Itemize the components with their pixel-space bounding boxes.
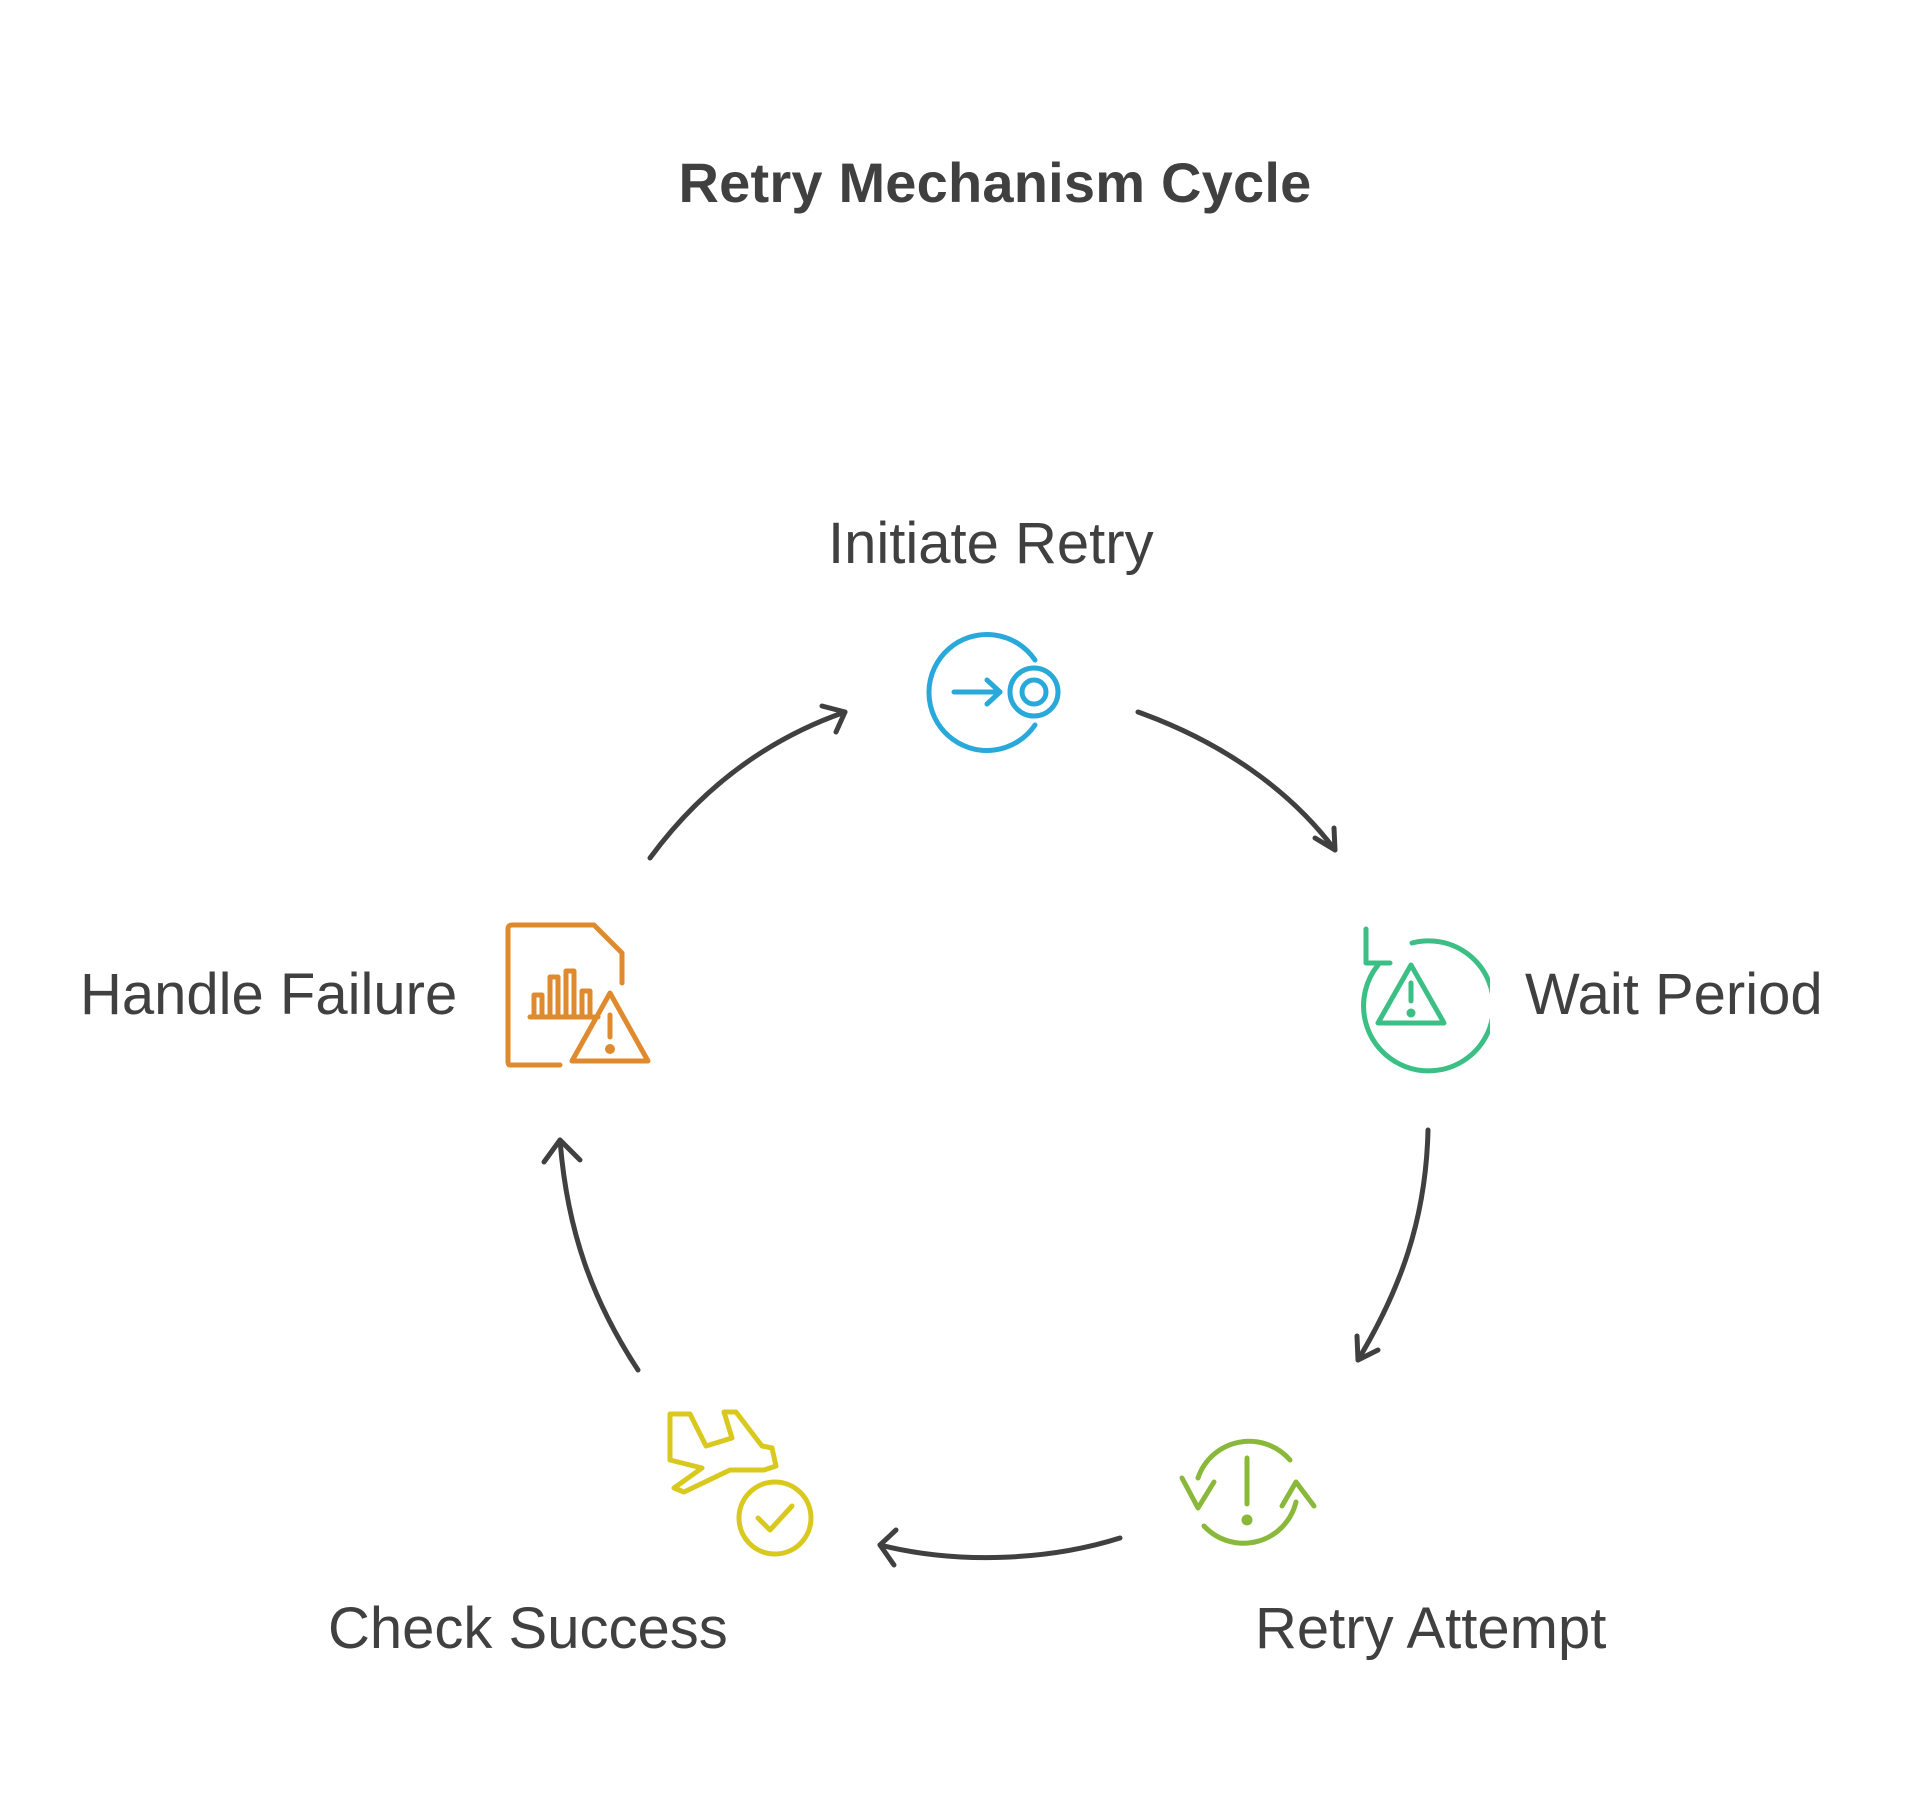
diagram-title: Retry Mechanism Cycle <box>678 151 1312 214</box>
arrow-into-target-icon <box>926 632 1061 753</box>
arrow-initiate-to-wait <box>1135 709 1338 853</box>
plane-check-icon <box>667 1409 814 1557</box>
document-chart-warning-icon <box>505 922 651 1068</box>
arrow-retry-attempt-to-check <box>877 1527 1123 1568</box>
arrow-failure-to-initiate <box>647 703 848 861</box>
step-label-check-success: Check Success <box>328 1596 728 1661</box>
step-label-retry-attempt: Retry Attempt <box>1255 1596 1607 1661</box>
step-label-handle-failure: Handle Failure <box>80 962 458 1027</box>
arrow-wait-to-retry-attempt <box>1354 1127 1431 1363</box>
step-label-initiate-retry: Initiate Retry <box>828 511 1154 576</box>
sync-alert-icon <box>1179 1438 1317 1546</box>
arrow-check-to-failure <box>541 1137 641 1373</box>
step-label-wait-period: Wait Period <box>1525 962 1823 1027</box>
refresh-warning-icon <box>1361 926 1490 1074</box>
